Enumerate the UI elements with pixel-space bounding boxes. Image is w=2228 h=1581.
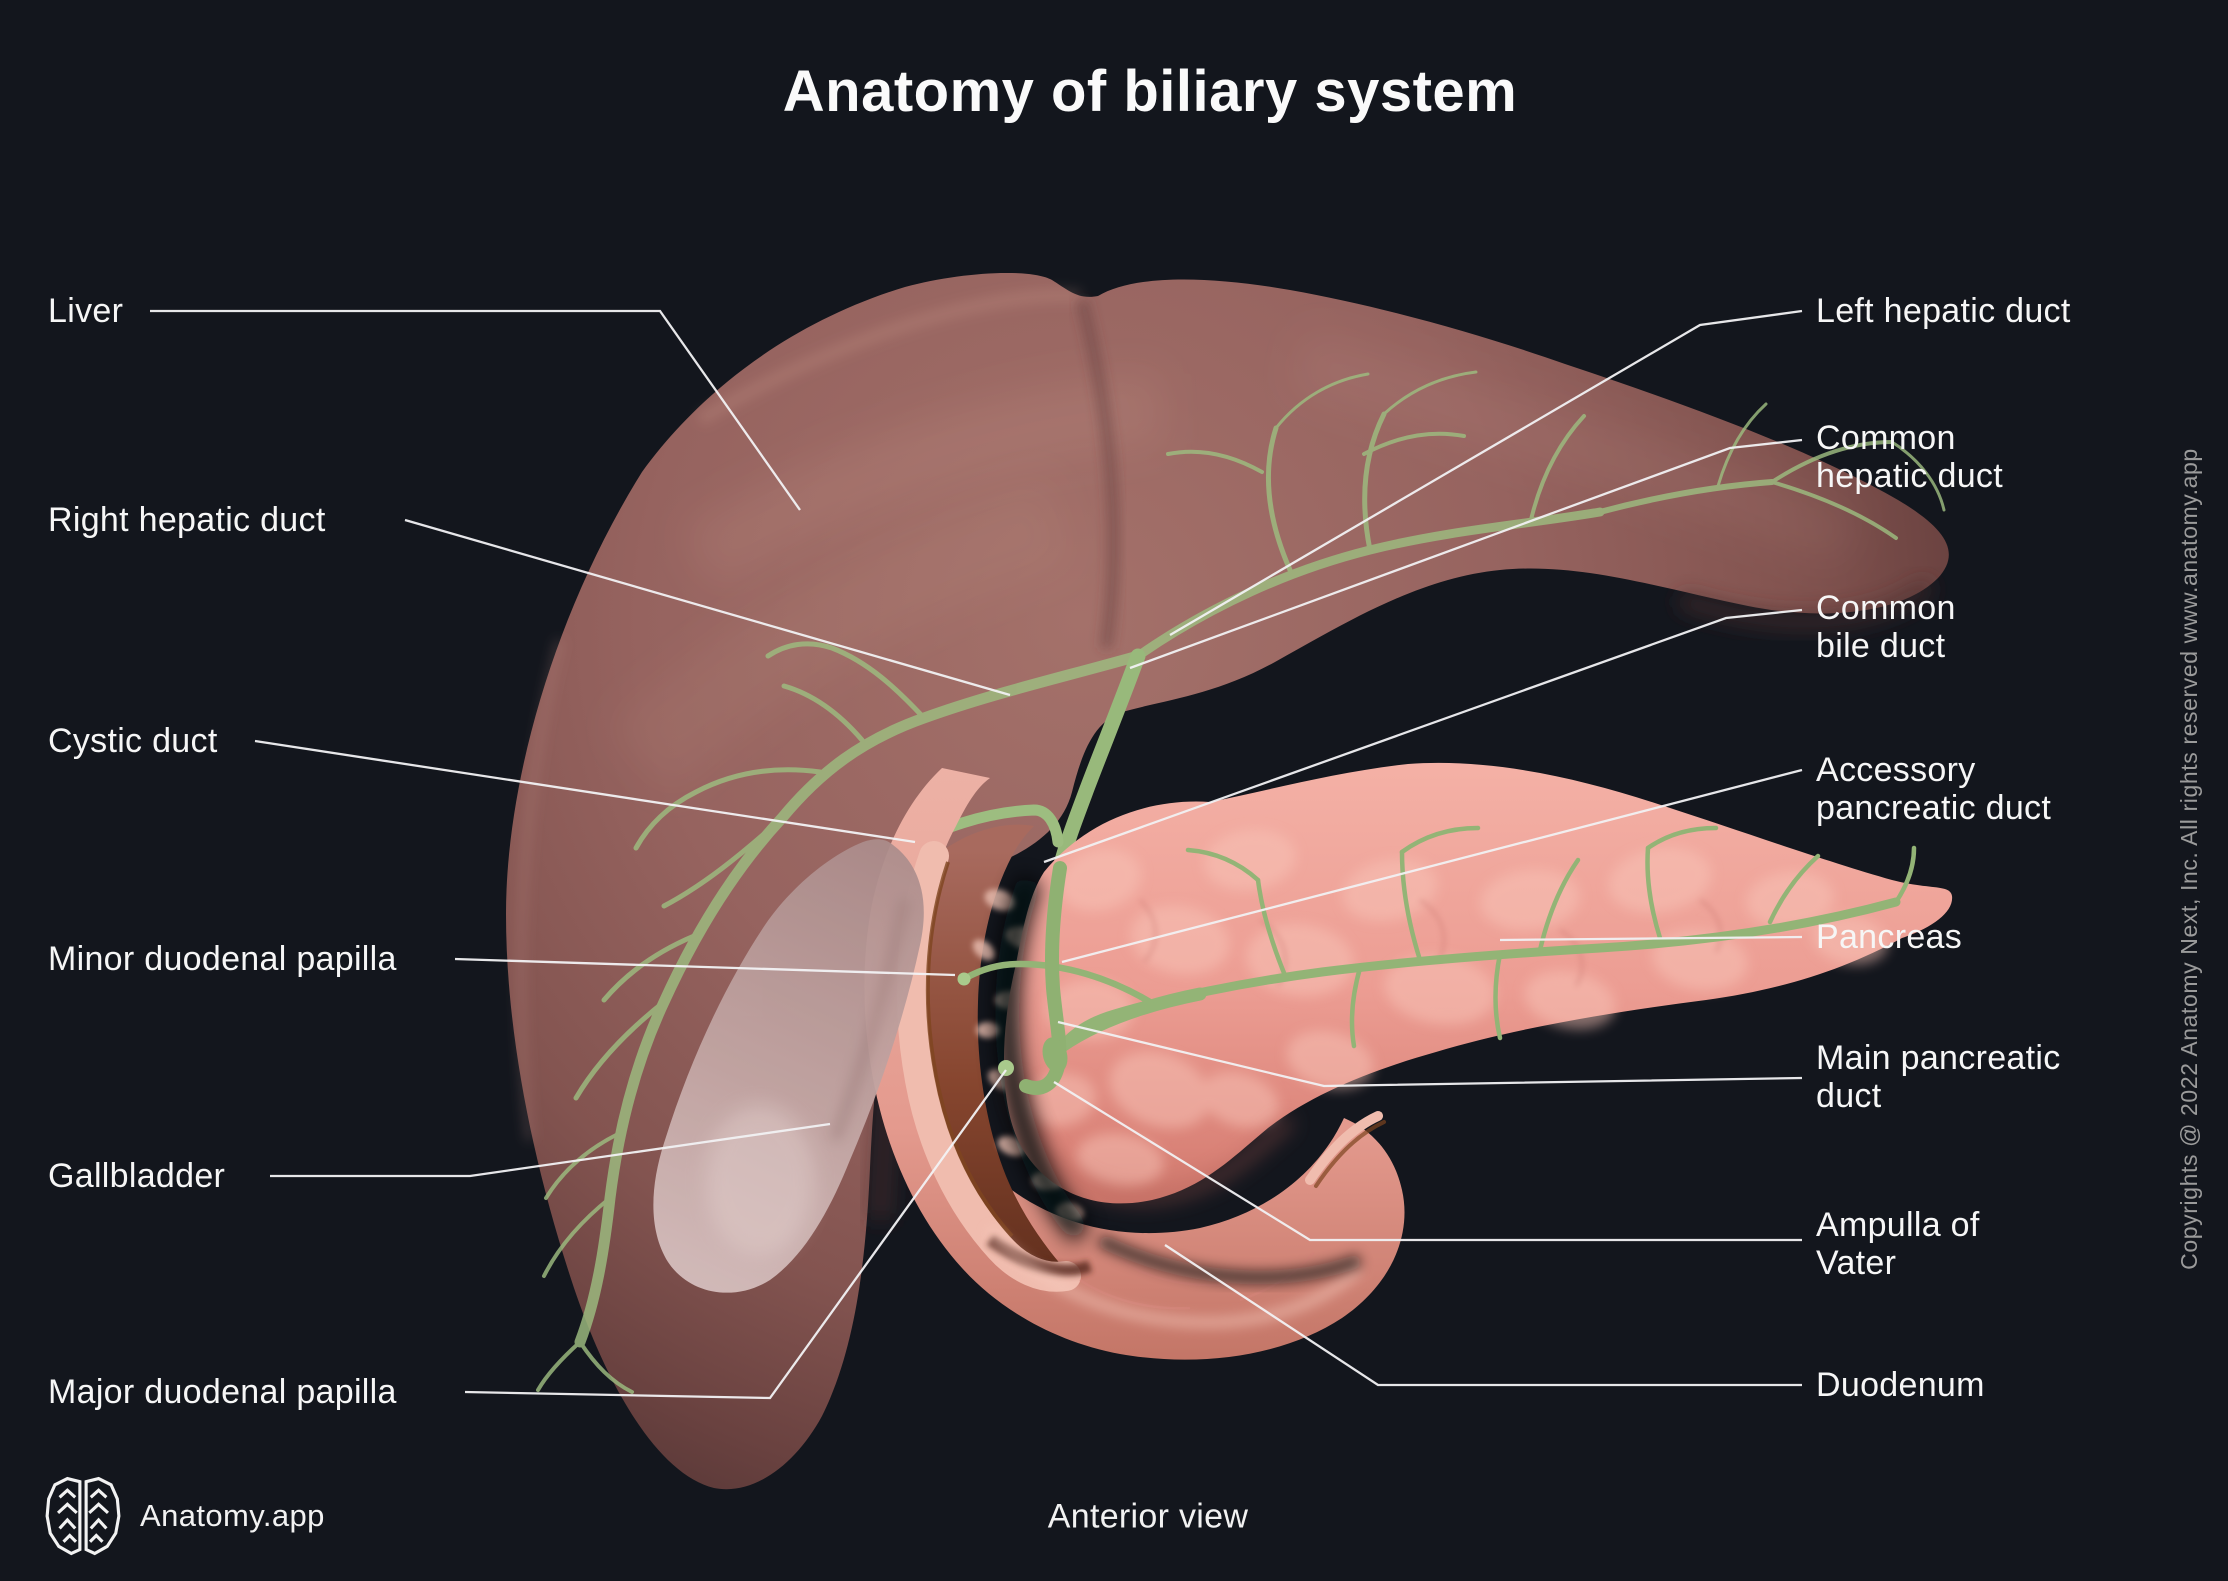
- leader-gallbladder: [270, 1122, 831, 1178]
- common-hepatic-duct-shape: [1052, 648, 1146, 876]
- leader-minor-duodenal-papilla: [454, 957, 956, 977]
- leader-ampulla-of-vater: [1053, 1081, 1802, 1242]
- duodenum-cut-rim: [1305, 1111, 1386, 1188]
- brain-icon: [45, 1476, 121, 1556]
- leader-left-hepatic-duct: [1169, 309, 1803, 636]
- leader-common-hepatic-duct: [1129, 438, 1803, 670]
- label-main-pancreatic-duct: Main pancreatic duct: [1816, 1039, 2061, 1115]
- brand-name: Anatomy.app: [140, 1498, 325, 1533]
- copyright-text: Copyrights @ 2022 Anatomy Next, Inc. All…: [2176, 448, 2202, 1270]
- major-papilla-nub: [998, 1060, 1014, 1076]
- liver-shape: [506, 272, 1949, 1490]
- label-duodenum: Duodenum: [1816, 1366, 1985, 1404]
- leader-major-duodenal-papilla: [464, 1069, 1007, 1400]
- label-liver: Liver: [48, 292, 124, 330]
- label-common-hepatic-duct: Common hepatic duct: [1816, 419, 2003, 495]
- leader-cystic-duct: [254, 739, 916, 844]
- common-bile-duct-shape: [1019, 861, 1067, 1095]
- page-title: Anatomy of biliary system: [782, 59, 1518, 124]
- leader-right-hepatic-duct: [404, 518, 1011, 697]
- label-left-hepatic-duct: Left hepatic duct: [1816, 292, 2071, 330]
- organ-shadow-2: [1096, 1233, 1363, 1285]
- accessory-pancreatic-duct-shape: [962, 960, 1154, 1006]
- label-cystic-duct: Cystic duct: [48, 722, 218, 760]
- leader-pancreas: [1499, 935, 1803, 942]
- label-right-hepatic-duct: Right hepatic duct: [48, 501, 326, 539]
- gallbladder-shape: [653, 839, 924, 1293]
- leader-duodenum: [1164, 1244, 1802, 1387]
- right-hepatic-duct-tree: [536, 641, 1144, 1394]
- leader-common-bile-duct: [1043, 608, 1803, 864]
- leader-liver: [150, 309, 801, 511]
- leader-accessory-pancreatic-duct: [1061, 768, 1803, 964]
- minor-papilla-nub: [957, 972, 971, 986]
- label-accessory-pancreatic-duct: Accessory pancreatic duct: [1816, 751, 2052, 827]
- leader-lines: [150, 309, 1803, 1400]
- pancreatic-duct-system: [957, 825, 1917, 1095]
- label-ampulla-of-vater: Ampulla of Vater: [1816, 1206, 1980, 1282]
- label-common-bile-duct: Common bile duct: [1816, 589, 1956, 665]
- label-gallbladder: Gallbladder: [48, 1157, 226, 1195]
- leader-main-pancreatic-duct: [1057, 1020, 1803, 1088]
- label-minor-duodenal-papilla: Minor duodenal papilla: [48, 940, 397, 978]
- ampulla-of-vater-shape: [1042, 1037, 1068, 1073]
- label-pancreas: Pancreas: [1816, 918, 1963, 956]
- view-label: Anterior view: [1047, 1497, 1249, 1536]
- organ-shadow: [995, 875, 1091, 1243]
- label-major-duodenal-papilla: Major duodenal papilla: [48, 1373, 397, 1411]
